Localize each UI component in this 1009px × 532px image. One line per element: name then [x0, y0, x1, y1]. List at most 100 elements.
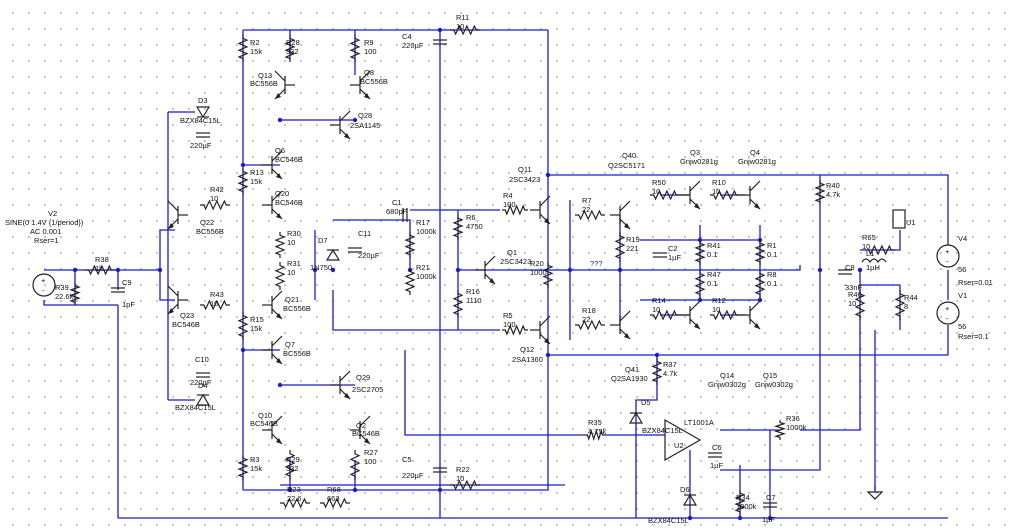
label-q23: Q23 — [180, 311, 194, 320]
label-r50-val: 10 — [652, 187, 660, 196]
transistor-q21 — [271, 290, 283, 302]
label-r23-val: 22.6 — [287, 494, 302, 503]
label-q28-type: 2SA1145 — [350, 121, 380, 130]
label-r14-val: 10 — [652, 305, 660, 314]
ground-icon — [866, 491, 884, 500]
transistor-q4 — [749, 180, 761, 192]
resistor-r40 — [814, 180, 826, 205]
label-r30-val: 10 — [287, 238, 295, 247]
label-q29-type: 2SC2705 — [352, 385, 383, 394]
label-r10-val: 10 — [712, 187, 720, 196]
label-r1-val: 0.1 — [767, 250, 777, 259]
label-v1-rser: Rser=0.1 — [958, 332, 989, 341]
label-r2-val: 15k — [250, 47, 262, 56]
resistor-r44 — [894, 290, 906, 320]
transistor-arrow — [694, 323, 700, 329]
resistor-r36 — [773, 420, 787, 440]
label-q21: Q21 — [285, 295, 299, 304]
resistor-r7 — [575, 209, 605, 221]
label-d7-type: 1N750 — [310, 263, 332, 272]
zener-d3-icon — [195, 106, 211, 119]
label-q4-type: Gnjw0281g — [738, 157, 776, 166]
resistor-r23 — [280, 497, 310, 509]
label-c3-top-val: 220µF — [190, 141, 212, 150]
label-q22-type: BC556B — [196, 227, 224, 236]
transistor-q23 — [167, 285, 179, 297]
label-q3-type: Gnjw0281g — [680, 157, 718, 166]
transistor-arrow — [276, 438, 282, 444]
label-q15-type: Gnjw0302g — [755, 380, 793, 389]
resistor-r34 — [734, 490, 746, 515]
label-r46-val: 10 — [848, 299, 856, 308]
wire — [800, 270, 861, 431]
resistor-r17 — [404, 232, 416, 258]
label-q40-type: Q2SC5171 — [608, 161, 645, 170]
label-r16-val: 1110 — [466, 296, 482, 305]
label-r44: R44 — [904, 293, 918, 302]
label-r19: R19 — [626, 235, 640, 244]
resistor-r4 — [502, 204, 528, 216]
label-q20-type: BC546B — [275, 198, 303, 207]
opamp-u2-icon — [664, 418, 702, 462]
label-r2: R2 — [250, 38, 260, 47]
label-q23-type: BC546B — [172, 320, 200, 329]
junction-dot — [545, 352, 551, 358]
label-q10: Q10 — [258, 411, 272, 420]
labels: R1110C4220µFR215kR28332R9100Q13BC556BQ8B… — [5, 13, 993, 525]
resistor-r12 — [710, 309, 740, 321]
resistor-r10 — [710, 189, 740, 201]
label-q20: Q20 — [275, 189, 289, 198]
transistor-arrow — [624, 333, 630, 339]
label-v1: V1 — [958, 291, 967, 300]
resistor-r14 — [650, 309, 680, 321]
label-r21: R21 — [416, 263, 430, 272]
label-r40: R40 — [826, 181, 840, 190]
transistor-q13 — [274, 70, 286, 82]
junction-dot — [157, 267, 163, 273]
label-r34-val: 1000k — [736, 502, 757, 511]
label-q4: Q4 — [750, 148, 760, 157]
label-q11: Q11 — [518, 165, 532, 174]
wire — [635, 355, 658, 518]
transistor-q7 — [271, 335, 283, 347]
label-r31-val: 10 — [287, 268, 295, 277]
junction-dot — [767, 515, 773, 521]
label-q28: Q28 — [358, 111, 372, 120]
plus-sign: + — [945, 304, 950, 313]
label-r7-val: 22 — [582, 205, 590, 214]
transistor-arrow — [754, 203, 760, 209]
resistor-r1 — [754, 240, 766, 265]
label-r68-val: 663 — [327, 494, 340, 503]
wire — [548, 174, 949, 245]
label-r36-val: 1000k — [786, 423, 807, 432]
label-c2: C2 — [668, 244, 678, 253]
wire — [570, 265, 801, 271]
label-r12: R12 — [712, 296, 726, 305]
resistor-r3 — [237, 455, 249, 480]
label-r10: R10 — [712, 178, 726, 187]
label-r21-val: 1000k — [416, 272, 437, 281]
label-v2: V2 — [48, 209, 57, 218]
transistor-q1 — [484, 255, 496, 267]
label-c4-val: 220µF — [402, 41, 424, 50]
resistor-r39 — [69, 283, 81, 305]
resistor-r22 — [450, 479, 480, 491]
transistor-q3 — [689, 180, 701, 192]
label-v4-val: 56 — [958, 265, 966, 274]
resistor-r46 — [854, 290, 866, 320]
transistor-q2 — [359, 415, 371, 427]
label-r43: R43 — [210, 290, 224, 299]
label-c8: C8 — [845, 263, 855, 272]
label-r11: R11 — [456, 13, 469, 22]
wire — [404, 350, 585, 436]
label-r39-val: 22.6k — [55, 292, 74, 301]
junction-dot — [287, 487, 293, 493]
wire — [159, 229, 175, 270]
label-q22: Q22 — [200, 218, 214, 227]
resistor-r30 — [274, 232, 286, 258]
label-r20: R20 — [530, 259, 544, 268]
wire — [243, 30, 549, 491]
label-r23: R23 — [287, 485, 301, 494]
label-r27-val: 100 — [364, 457, 377, 466]
junction-dot — [72, 267, 78, 273]
